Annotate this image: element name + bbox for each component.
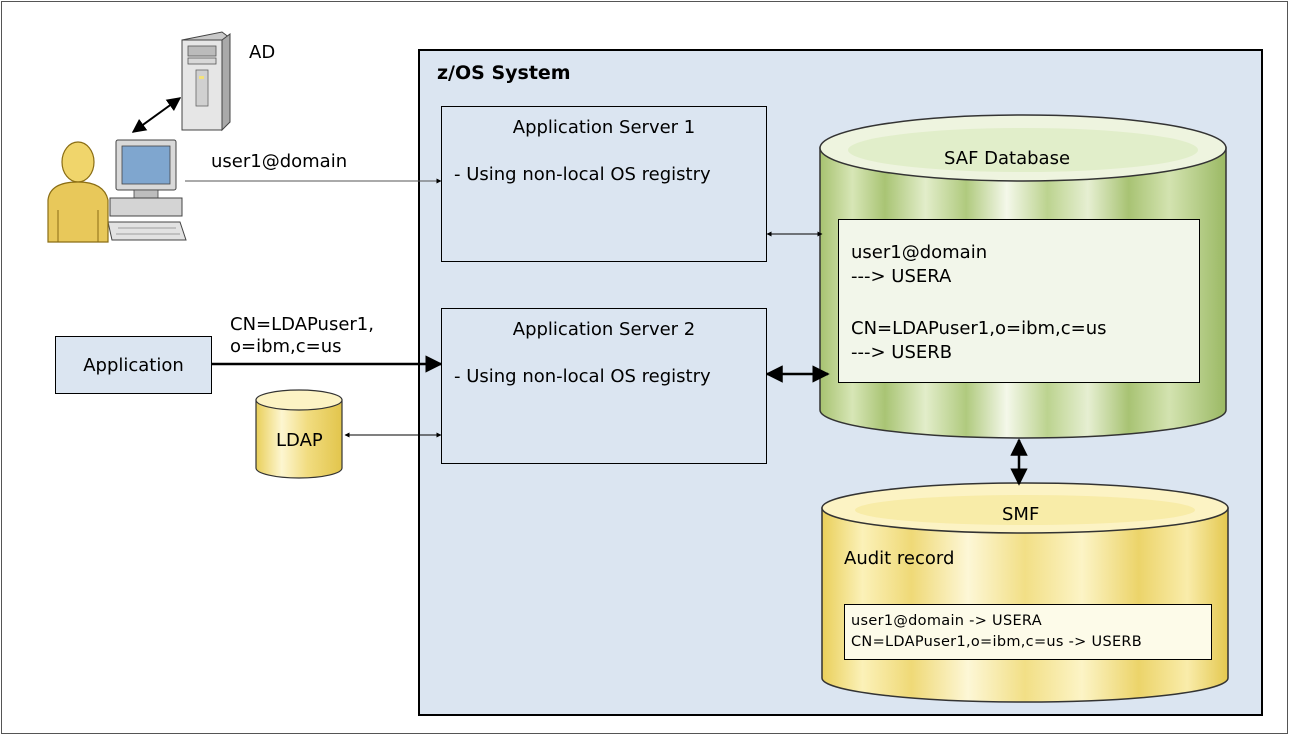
- audit-record-line: CN=LDAPuser1,o=ibm,c=us -> USERB: [851, 634, 1143, 650]
- saf-database-title: SAF Database: [944, 148, 1071, 169]
- application-server-1: Application Server 1 - Using non-local O…: [441, 106, 767, 262]
- application-id-line2: o=ibm,c=us: [230, 336, 342, 357]
- ad-server-icon: [181, 31, 231, 132]
- zos-system-title: z/OS System: [437, 62, 571, 84]
- ldap-label: LDAP: [276, 430, 323, 451]
- application-label: Application: [83, 354, 184, 376]
- user-id-label: user1@domain: [211, 151, 348, 172]
- audit-record-line: user1@domain -> USERA: [851, 613, 1042, 629]
- application-id-line1: CN=LDAPuser1,: [230, 314, 374, 335]
- application-box: Application: [55, 336, 212, 394]
- application-server-1-title: Application Server 1: [512, 117, 696, 138]
- ad-user-arrow: [131, 97, 182, 133]
- saf-mapping-line: ---> USERA: [851, 266, 952, 287]
- application-server-2: Application Server 2 - Using non-local O…: [441, 308, 767, 464]
- application-server-1-desc: - Using non-local OS registry: [454, 164, 711, 185]
- audit-record-title: Audit record: [844, 548, 955, 569]
- audit-record-box: user1@domain -> USERA CN=LDAPuser1,o=ibm…: [844, 604, 1212, 660]
- saf-mapping-line: user1@domain: [851, 242, 988, 263]
- user-computer-icon: [47, 139, 187, 243]
- application-server-2-title: Application Server 2: [512, 319, 696, 340]
- saf-mapping-line: CN=LDAPuser1,o=ibm,c=us: [851, 318, 1107, 339]
- application-server-2-desc: - Using non-local OS registry: [454, 366, 711, 387]
- saf-mapping-box: user1@domain ---> USERA CN=LDAPuser1,o=i…: [838, 219, 1200, 383]
- saf-mapping-line: ---> USERB: [851, 342, 953, 363]
- smf-title: SMF: [1002, 504, 1040, 525]
- ad-label: AD: [249, 42, 276, 63]
- ldap-cylinder: [255, 389, 343, 479]
